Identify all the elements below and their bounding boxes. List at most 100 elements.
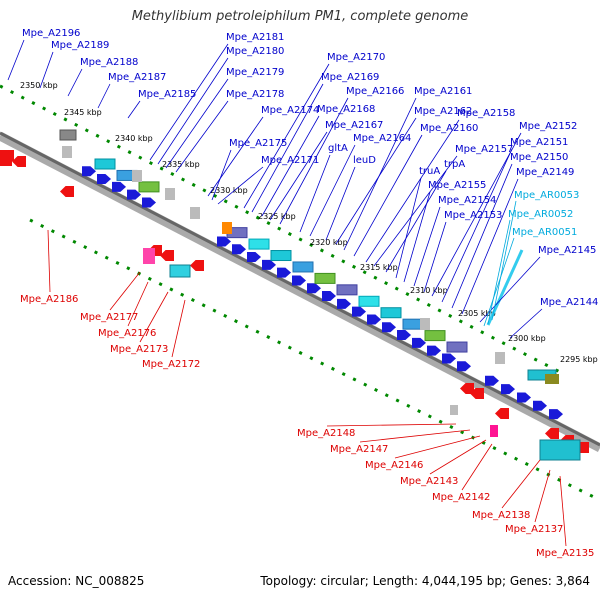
- forward-gene-arrow: [382, 322, 396, 333]
- forward-gene-label-mpe-a2150: Mpe_A2150: [510, 152, 568, 163]
- forward-gene-arrow: [442, 353, 456, 364]
- pseudo-gene-box: [450, 405, 458, 415]
- protein-domain-box: [270, 250, 292, 262]
- forward-gene-label-mpe-a2167: Mpe_A2167: [325, 120, 383, 131]
- rna-gene-label-mpe-ar0053: Mpe_AR0053: [514, 190, 579, 201]
- rna-gene-label-mpe-ar0051: Mpe_AR0051: [512, 227, 577, 238]
- gene-labels: Mpe_A2196Mpe_A2189Mpe_A2188Mpe_A2187Mpe_…: [20, 28, 598, 559]
- forward-label-leader: [175, 100, 229, 173]
- forward-label-leader: [149, 43, 229, 161]
- forward-label-leader: [165, 78, 229, 169]
- forward-label-leader: [451, 163, 513, 309]
- scale-label: 2315 kbp: [360, 263, 398, 272]
- forward-gene-label-mpe-a2174: Mpe_A2174: [261, 105, 319, 116]
- reverse-domain-box: [0, 150, 12, 166]
- forward-gene-arrow: [277, 267, 291, 278]
- forward-label-leader: [403, 191, 431, 283]
- reverse-gene-arrow: [470, 388, 484, 399]
- forward-gene-label-mpe-a2189: Mpe_A2189: [51, 40, 109, 51]
- scale-label: 2300 kbp: [508, 334, 546, 343]
- protein-domain-box: [446, 341, 468, 353]
- forward-gene-label-mpe-a2145: Mpe_A2145: [538, 245, 596, 256]
- scale-label: 2305 kbp: [458, 309, 496, 318]
- forward-gene-label-mpe-a2149: Mpe_A2149: [516, 167, 574, 178]
- forward-gene-label-mpe-a2178: Mpe_A2178: [226, 89, 284, 100]
- scale-label: 2340 kbp: [115, 134, 153, 143]
- reverse-gene-label-mpe-a2138: Mpe_A2138: [472, 510, 530, 521]
- forward-gene-label-mpe-a2196: Mpe_A2196: [22, 28, 80, 39]
- reverse-label-leader: [534, 469, 551, 523]
- forward-gene-arrow: [337, 298, 351, 309]
- rna-label-leader: [483, 237, 515, 327]
- forward-gene-arrow: [247, 252, 261, 263]
- forward-label-leader: [431, 132, 522, 297]
- forward-gene-label-trpa: trpA: [444, 159, 465, 170]
- forward-label-leader: [157, 57, 229, 165]
- forward-gene-arrow: [549, 409, 563, 420]
- reverse-gene-label-mpe-a2172: Mpe_A2172: [142, 359, 200, 370]
- forward-gene-label-mpe-a2171: Mpe_A2171: [261, 155, 319, 166]
- forward-label-leader: [325, 166, 356, 241]
- reverse-label-leader: [326, 423, 457, 427]
- forward-label-leader: [441, 148, 513, 303]
- reverse-gene-label-mpe-a2142: Mpe_A2142: [432, 492, 490, 503]
- reverse-gene-label-mpe-a2186: Mpe_A2186: [20, 294, 78, 305]
- forward-label-leader: [509, 308, 543, 339]
- forward-gene-label-mpe-a2179: Mpe_A2179: [226, 67, 284, 78]
- forward-gene-label-mpe-a2169: Mpe_A2169: [321, 72, 379, 83]
- forward-label-leader: [39, 51, 54, 89]
- forward-gene-label-mpe-a2154: Mpe_A2154: [438, 195, 496, 206]
- forward-gene-label-mpe-a2157: Mpe_A2157: [455, 144, 513, 155]
- forward-label-leader: [299, 154, 331, 233]
- forward-gene-label-glta: gltA: [328, 143, 348, 154]
- forward-gene-arrow: [397, 330, 411, 341]
- forward-gene-label-trua: truA: [419, 166, 440, 177]
- reverse-domain-box: [539, 439, 581, 461]
- reverse-label-leader: [461, 443, 493, 491]
- pseudo-gene-box: [495, 352, 505, 364]
- forward-label-leader: [385, 170, 447, 273]
- pseudo-gene-box: [132, 170, 142, 182]
- reverse-gene-label-mpe-a2147: Mpe_A2147: [330, 444, 388, 455]
- reverse-gene-label-mpe-a2173: Mpe_A2173: [110, 344, 168, 355]
- forward-gene-label-mpe-a2158: Mpe_A2158: [457, 108, 515, 119]
- forward-gene-arrow: [97, 174, 111, 185]
- reverse-gene-arrow: [460, 383, 474, 394]
- reverse-domain-box: [143, 248, 155, 264]
- forward-label-leader: [261, 115, 320, 217]
- forward-label-leader: [217, 166, 264, 205]
- protein-domain-box: [358, 295, 380, 307]
- rna-gene-label-mpe-ar0052: Mpe_AR0052: [508, 209, 573, 220]
- reverse-gene-label-mpe-a2148: Mpe_A2148: [297, 428, 355, 439]
- forward-gene-arrow: [292, 275, 306, 286]
- forward-gene-arrow: [82, 166, 96, 177]
- pseudo-gene-box: [62, 146, 72, 158]
- lower-ruler: [29, 218, 600, 502]
- scale-label: 2295 kbp: [560, 355, 598, 364]
- scale-label: 2325 kbp: [258, 212, 296, 221]
- reverse-gene-arrow: [12, 156, 26, 167]
- protein-domain-box: [545, 374, 559, 384]
- backbone: [0, 131, 600, 452]
- reverse-gene-label-mpe-a2177: Mpe_A2177: [80, 312, 138, 323]
- reverse-gene-arrow: [495, 408, 509, 419]
- rna-label-leader: [487, 219, 511, 325]
- reverse-domain-box: [490, 425, 498, 437]
- reverse-label-leader: [171, 299, 186, 358]
- reverse-gene-arrow: [190, 260, 204, 271]
- forward-label-leader: [353, 134, 423, 257]
- forward-gene-arrow: [112, 181, 126, 192]
- protein-domain-box: [292, 261, 314, 273]
- upper-ruler: [0, 84, 561, 374]
- forward-label-leader: [395, 177, 422, 279]
- protein-domain-box: [424, 330, 446, 342]
- reverse-gene-label-mpe-a2135: Mpe_A2135: [536, 548, 594, 559]
- protein-domain-box: [380, 307, 402, 319]
- reverse-label-leader: [429, 439, 487, 475]
- forward-gene-arrow: [232, 244, 246, 255]
- gene-features: [0, 129, 589, 461]
- forward-gene-arrow: [217, 236, 231, 247]
